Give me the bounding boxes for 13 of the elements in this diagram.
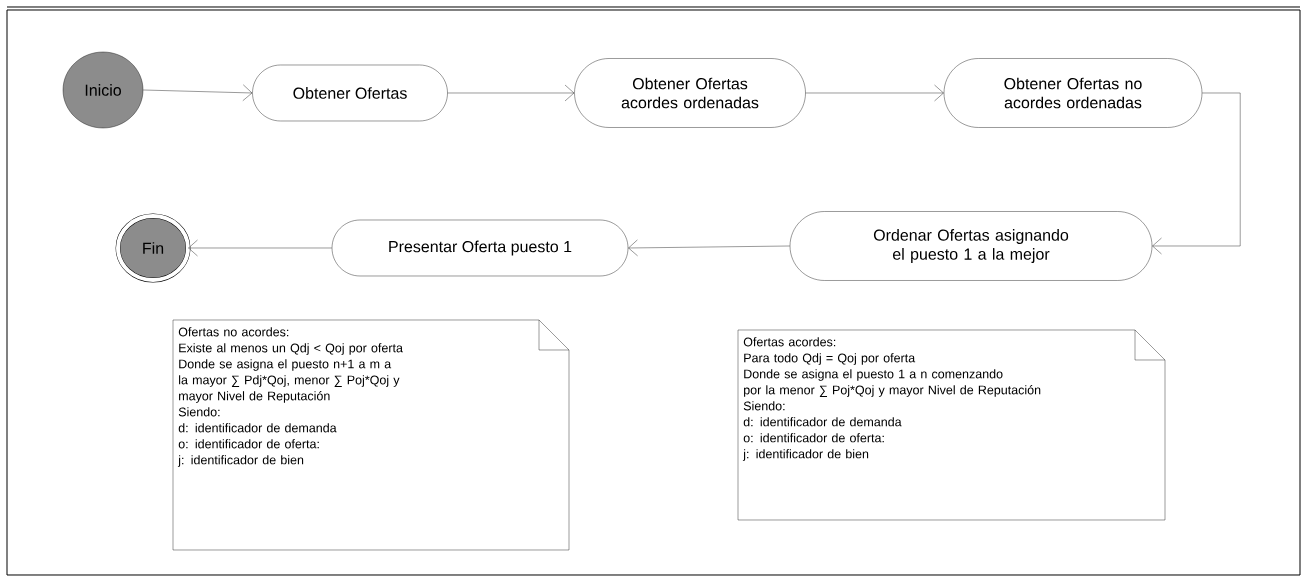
activity-box: Obtener Ofertas no acordes ordenadas xyxy=(943,58,1203,128)
activity-box: Ordenar Ofertas asignando el puesto 1 a la mejor xyxy=(789,211,1153,281)
arrow xyxy=(143,84,253,101)
arrow xyxy=(628,239,790,257)
note-box: Ofertas acordes: Para todo Qdj = Qoj por oferta Donde se asigna el puesto 1 a n comenzando por la menor ∑ Poj*Qoj y mayor Nivel de Reputación Siendo: d: identificador de demanda o: identificador de oferta: j: identificador de bien xyxy=(737,329,1166,521)
arrow xyxy=(805,84,944,102)
activity-box: Obtener Ofertas xyxy=(252,64,448,122)
note-box: Ofertas no acordes: Existe al menos un Qdj < Qoj por oferta Donde se asigna el puesto n+1 a m a la mayor ∑ Pdj*Qoj, menor ∑ Poj*Qoj y mayor Nivel de Reputación Siendo: d: identificador de demanda o: identificador de oferta: j: identificador de bien xyxy=(172,319,570,551)
activity-box: Obtener Ofertas acordes ordenadas xyxy=(574,58,806,128)
arrow xyxy=(1152,92,1241,255)
arrow xyxy=(188,239,332,257)
activity-box: Presentar Oferta puesto 1 xyxy=(331,219,629,277)
arrow xyxy=(447,84,575,102)
